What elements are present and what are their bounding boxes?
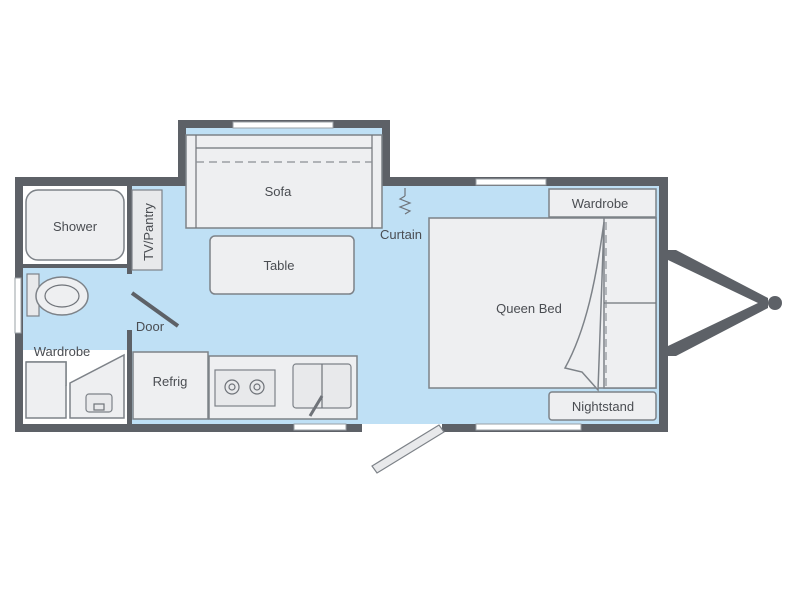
refrigerator: Refrig [132, 351, 209, 420]
sofa: Sofa [185, 134, 383, 229]
sofa-label: Sofa [265, 184, 293, 199]
nightstand-label: Nightstand [572, 399, 634, 414]
shower-label: Shower [53, 219, 98, 234]
curtain: Curtain [380, 188, 422, 242]
table-label: Table [263, 258, 294, 273]
hitch [668, 250, 782, 356]
wardrobe-left: Wardrobe [25, 344, 91, 419]
curtain-label: Curtain [380, 227, 422, 242]
bathroom-sink [69, 353, 125, 419]
wardrobe-right: Wardrobe [548, 188, 657, 218]
wardrobe-left-label: Wardrobe [34, 344, 91, 359]
table: Table [209, 235, 355, 295]
bathroom-walls [23, 186, 132, 424]
queen-bed: Queen Bed [428, 217, 657, 392]
windows [14, 121, 582, 431]
tv-pantry: TV/Pantry [131, 189, 163, 271]
shower: Shower [25, 189, 125, 261]
queen-bed-label: Queen Bed [496, 301, 562, 316]
door-label: Door [136, 319, 165, 334]
refrig-label: Refrig [153, 374, 188, 389]
entry-door [362, 424, 445, 474]
bathroom-door: Door [130, 291, 180, 334]
kitchen-counter [208, 355, 358, 420]
nightstand: Nightstand [548, 391, 657, 421]
toilet [26, 273, 89, 317]
tv-pantry-label: TV/Pantry [141, 203, 156, 261]
wardrobe-right-label: Wardrobe [572, 196, 629, 211]
